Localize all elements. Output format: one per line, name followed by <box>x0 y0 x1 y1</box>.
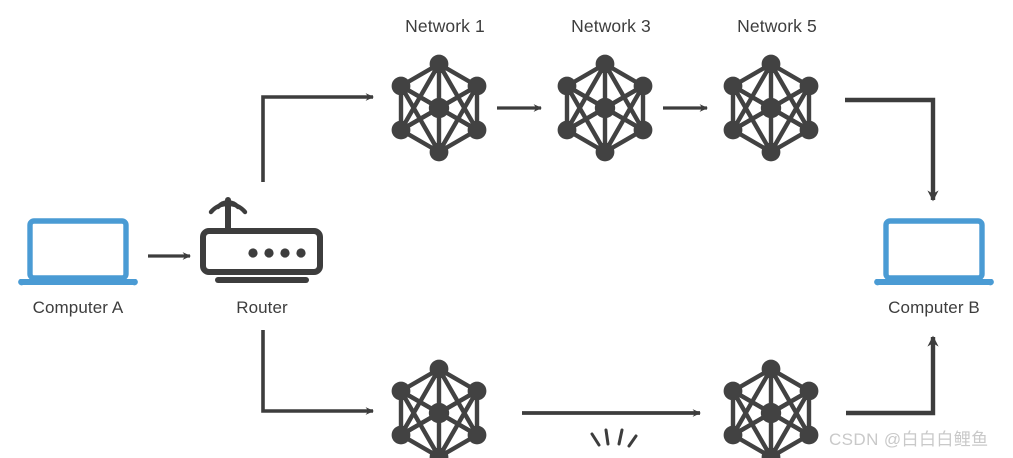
laptop-icon-computer-b <box>874 218 994 286</box>
connector-router-to-network-1 <box>261 93 374 182</box>
network-5-label: Network 5 <box>737 16 817 36</box>
network-mesh-icon-network-3 <box>558 55 653 162</box>
computer-a-label: Computer A <box>32 298 124 317</box>
router-label: Router <box>236 298 288 317</box>
router-icon <box>200 197 323 283</box>
computer-b-label: Computer B <box>888 298 980 317</box>
laptop-icon-computer-a <box>18 218 138 286</box>
connector-router-to-lower-left <box>261 330 374 415</box>
network-mesh-icon-network-1 <box>392 55 487 162</box>
network-1-label: Network 1 <box>405 16 485 36</box>
csdn-watermark: CSDN @白白白鲤鱼 <box>829 430 989 449</box>
network-mesh-icon-lower-left <box>392 360 487 458</box>
network-3-label: Network 3 <box>571 16 651 36</box>
network-mesh-icon-lower-right <box>724 360 819 458</box>
starburst-icon <box>590 428 638 448</box>
network-mesh-icon-network-5 <box>724 55 819 162</box>
connector-network-5-to-computer-b <box>845 97 939 202</box>
connector-lower-right-to-computer-b <box>846 335 939 416</box>
